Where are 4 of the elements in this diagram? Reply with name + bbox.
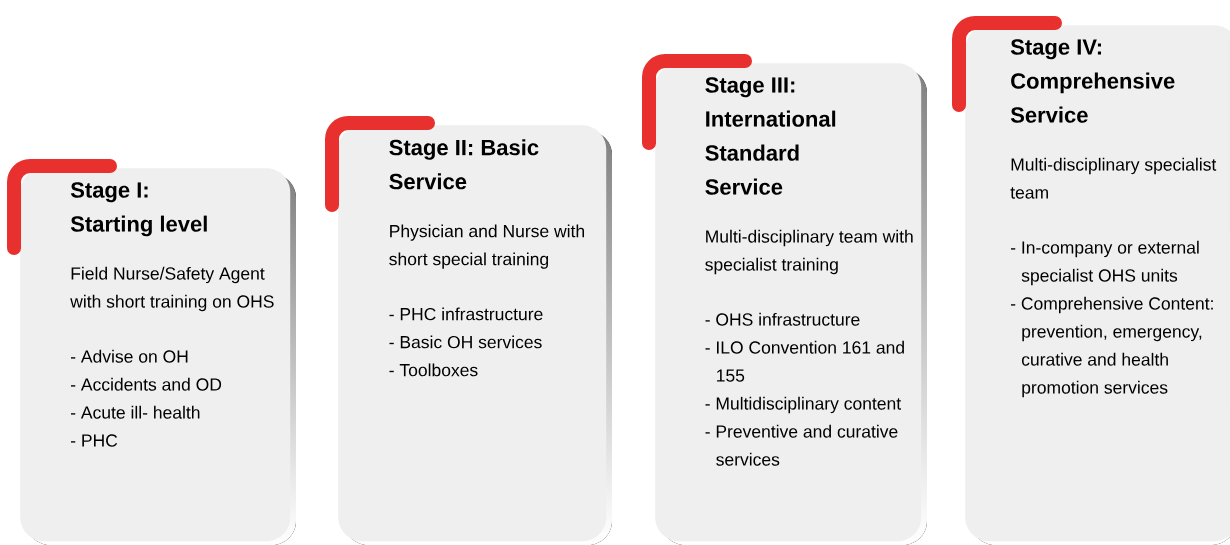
stage-card: Stage I: Starting level Field Nurse/Safety Agent with short training on OHS - Advise on OH - Accidents and OD - Acute ill- health - PHC <box>20 168 296 545</box>
stage-card: Stage III: International Standard Service Multi-disciplinary team with specialist training - OHS infrastructure - ILO Convention 161 and 155 - Multidisciplinary content - Preventive and curative services <box>655 63 927 545</box>
stage-card: Stage II: Basic Service Physician and Nurse with short special training - PHC infrastructure - Basic OH services - Toolboxes <box>338 125 612 545</box>
stage-card: Stage IV: Comprehensive Service Multi-disciplinary specialist team - In-company or external specialist OHS units - Comprehensive Content: prevention, emergency, curative and health promotion services <box>965 25 1230 545</box>
